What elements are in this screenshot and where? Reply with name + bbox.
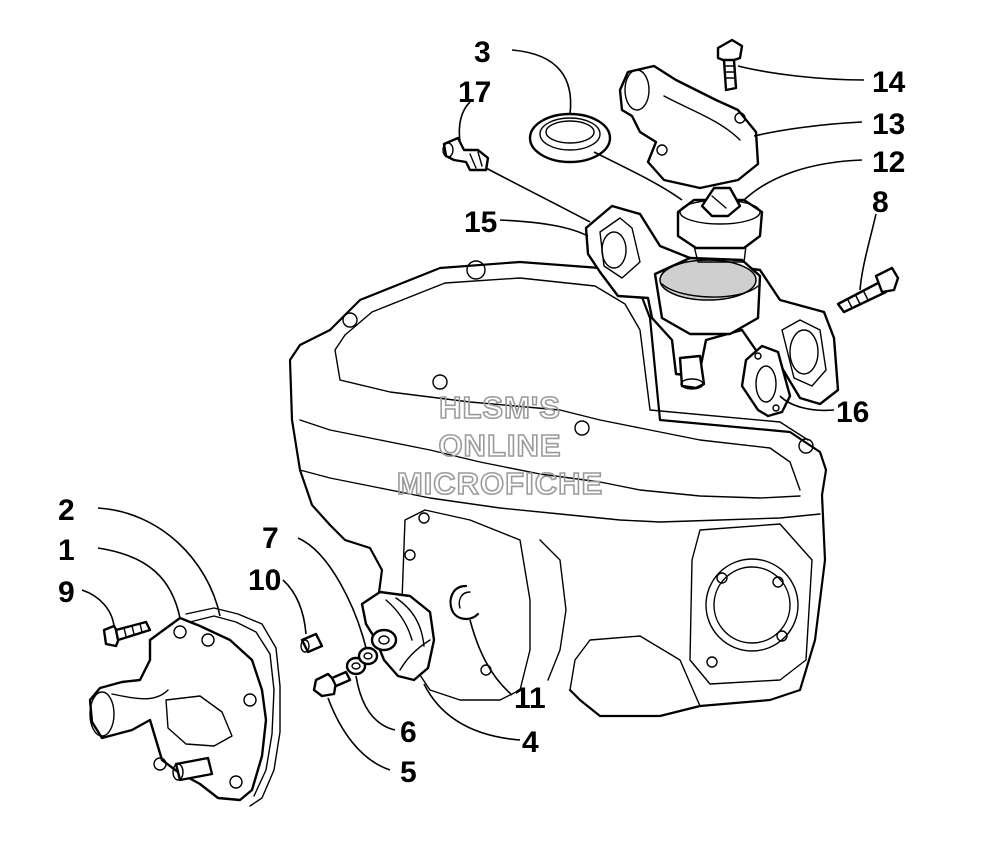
callout-1: 1	[58, 534, 75, 567]
washer-7	[357, 646, 379, 666]
leader-14	[737, 65, 865, 81]
circlip-11	[449, 584, 480, 620]
leader-2	[97, 507, 221, 617]
watermark-line-3: MICROFICHE	[397, 466, 603, 501]
watermark-line-2: ONLINE	[438, 428, 561, 463]
leader-6	[355, 675, 396, 731]
leader-5	[327, 697, 391, 771]
water-pump-cover	[88, 616, 268, 802]
leader-4	[423, 683, 521, 741]
leader-11	[469, 619, 513, 696]
callout-8: 8	[872, 186, 889, 219]
leader-17	[458, 101, 471, 143]
thermostat-cover	[618, 64, 760, 190]
leader-lines	[81, 49, 877, 771]
callout-6: 6	[400, 716, 417, 749]
callout-16: 16	[836, 396, 869, 429]
watermark-line-1: HLSM'S	[439, 390, 561, 425]
leader-fitting-to-housing	[485, 167, 591, 223]
callout-3: 3	[474, 36, 491, 69]
leader-9	[81, 589, 115, 627]
bolt-9	[102, 620, 152, 648]
leader-13	[753, 121, 863, 137]
callout-labels: 3 17 14 13 12 8 15 16 2 7 1 10 9 11 6 4 …	[58, 36, 906, 789]
thermostat	[676, 186, 764, 263]
callout-9: 9	[58, 576, 75, 609]
fitting-17	[442, 136, 490, 172]
seal-ring	[528, 112, 612, 164]
callout-11: 11	[514, 682, 546, 715]
dowel-10	[300, 632, 324, 654]
callout-2: 2	[58, 494, 75, 527]
leader-12	[743, 159, 863, 201]
leader-thermostat-to-housing	[593, 151, 683, 201]
gasket-16	[740, 344, 792, 418]
leader-15	[499, 219, 589, 237]
leader-1	[97, 547, 181, 619]
bolt-8	[836, 266, 900, 314]
leader-16	[779, 395, 835, 412]
leader-3	[511, 49, 572, 115]
callout-7: 7	[262, 522, 279, 555]
callout-14: 14	[872, 66, 906, 99]
callout-12: 12	[872, 146, 905, 179]
gasket-2	[185, 607, 281, 807]
watermark: HLSM'S ONLINE MICROFICHE	[396, 389, 603, 502]
bolt-14	[716, 38, 744, 92]
callout-17: 17	[458, 76, 491, 109]
impeller-4	[360, 590, 436, 682]
leader-7	[297, 537, 367, 649]
callout-10: 10	[248, 564, 281, 597]
callout-13: 13	[872, 108, 905, 141]
leader-10	[282, 579, 307, 635]
callout-15: 15	[464, 206, 497, 239]
bolt-5	[312, 670, 352, 698]
callout-5: 5	[400, 756, 417, 789]
leader-8	[859, 213, 877, 291]
callout-4: 4	[522, 726, 539, 759]
